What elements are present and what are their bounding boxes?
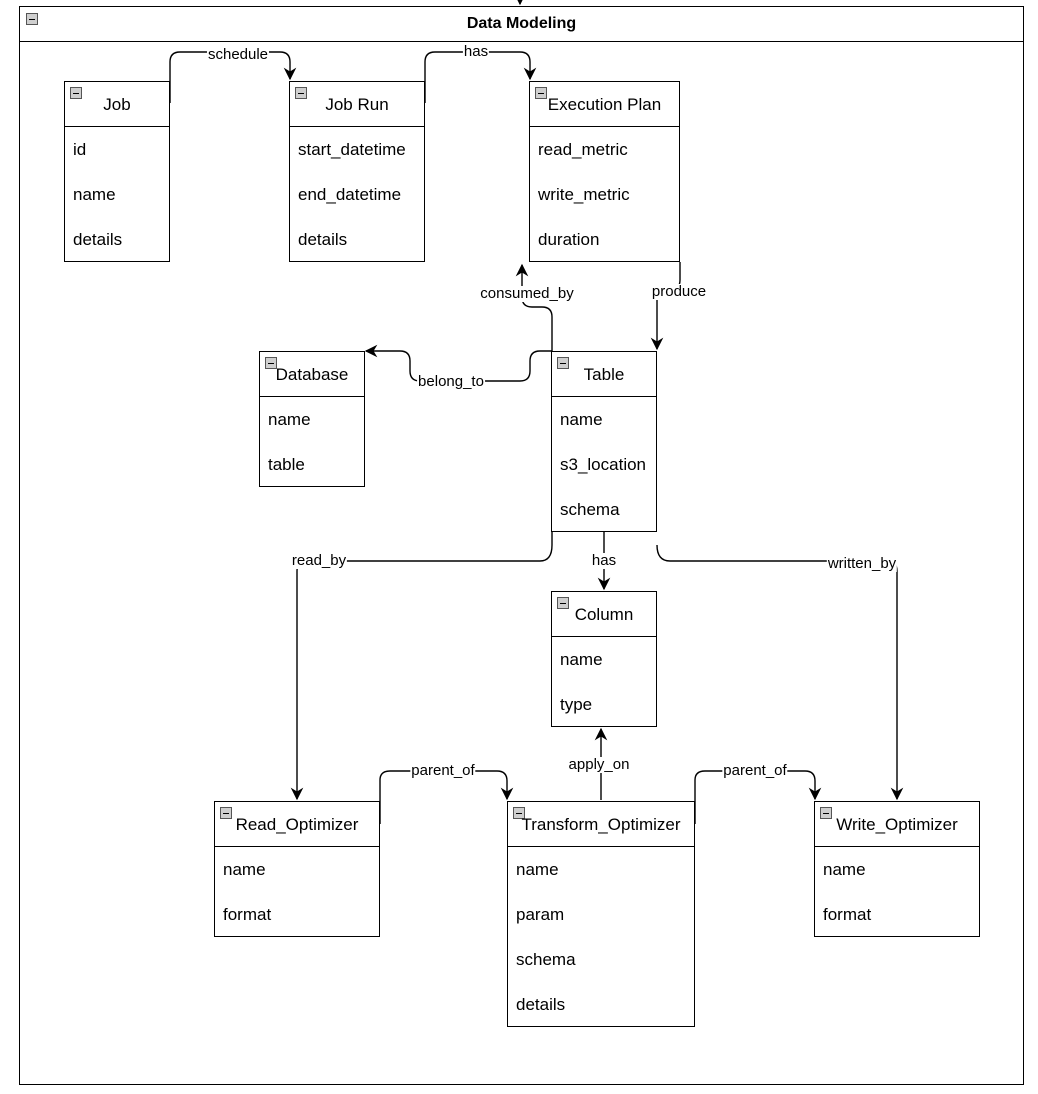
attribute: param (516, 905, 565, 924)
attribute: name (516, 860, 559, 879)
entity-column[interactable]: Column name type (551, 591, 657, 727)
edge-label-apply-on: apply_on (567, 756, 631, 773)
entity-title: Database (275, 365, 349, 384)
edge-label-has-column: has (590, 552, 618, 569)
attribute: schema (560, 500, 620, 519)
entity-database[interactable]: Database name table (259, 351, 365, 487)
edge-label-schedule: schedule (206, 46, 270, 63)
entity-header: Database (260, 352, 364, 397)
attribute: name (823, 860, 866, 879)
entity-job[interactable]: Job id name details (64, 81, 170, 262)
edge-label-has: has (462, 43, 490, 60)
entity-header: Job (65, 82, 169, 127)
attribute: name (268, 410, 311, 429)
entity-job-run[interactable]: Job Run start_datetime end_datetime deta… (289, 81, 425, 262)
attribute: details (73, 230, 123, 249)
entity-transform-optimizer[interactable]: Transform_Optimizer name param schema de… (507, 801, 695, 1027)
attribute: name (560, 650, 603, 669)
edge-label-read-by: read_by (290, 552, 348, 569)
entity-write-optimizer[interactable]: Write_Optimizer name format (814, 801, 980, 937)
diagram-container: Data Modeling (19, 6, 1024, 1085)
collapse-icon[interactable] (535, 87, 547, 99)
entity-header: Job Run (290, 82, 424, 127)
attribute: details (516, 995, 566, 1014)
collapse-icon[interactable] (26, 13, 38, 25)
collapse-icon[interactable] (557, 597, 569, 609)
entity-title: Job Run (325, 95, 389, 114)
attribute: write_metric (538, 185, 630, 204)
edge-label-belong-to: belong_to (417, 373, 485, 390)
attribute: duration (538, 230, 600, 249)
attribute: read_metric (538, 140, 628, 159)
attribute: name (560, 410, 603, 429)
entity-title: Write_Optimizer (836, 815, 958, 834)
attribute: format (223, 905, 272, 924)
attribute: name (223, 860, 266, 879)
edge-label-written-by: written_by (826, 555, 898, 572)
entity-read-optimizer[interactable]: Read_Optimizer name format (214, 801, 380, 937)
entity-table[interactable]: Table name s3_location schema (551, 351, 657, 532)
entity-title: Table (583, 365, 625, 384)
attribute: schema (516, 950, 576, 969)
container-header: Data Modeling (20, 7, 1023, 42)
collapse-icon[interactable] (265, 357, 277, 369)
attribute: start_datetime (298, 140, 406, 159)
edge-label-produce: produce (650, 283, 708, 300)
collapse-icon[interactable] (70, 87, 82, 99)
entity-title: Job (103, 95, 131, 114)
collapse-icon[interactable] (295, 87, 307, 99)
collapse-icon[interactable] (820, 807, 832, 819)
collapse-icon[interactable] (557, 357, 569, 369)
collapse-icon[interactable] (220, 807, 232, 819)
attribute: end_datetime (298, 185, 402, 204)
attribute: id (73, 140, 87, 159)
entity-title: Read_Optimizer (235, 815, 359, 834)
edge-label-parent-of-2: parent_of (722, 762, 788, 779)
attribute: format (823, 905, 872, 924)
edge-label-consumed-by: consumed_by (479, 285, 575, 302)
entity-header: Read_Optimizer (215, 802, 379, 847)
collapse-icon[interactable] (513, 807, 525, 819)
attribute: type (560, 695, 593, 714)
attribute: details (298, 230, 348, 249)
attribute: s3_location (560, 455, 647, 474)
entity-title: Execution Plan (547, 95, 662, 114)
entity-title: Transform_Optimizer (521, 815, 681, 834)
edge-label-parent-of-1: parent_of (410, 762, 476, 779)
attribute: table (268, 455, 305, 474)
diagram-title: Data Modeling (466, 15, 577, 32)
entity-header: Transform_Optimizer (508, 802, 694, 847)
entity-header: Execution Plan (530, 82, 679, 127)
entity-title: Column (574, 605, 634, 624)
attribute: name (73, 185, 116, 204)
entity-header: Column (552, 592, 656, 637)
entity-header: Table (552, 352, 656, 397)
entity-header: Write_Optimizer (815, 802, 979, 847)
entity-execution-plan[interactable]: Execution Plan read_metric write_metric … (529, 81, 680, 262)
